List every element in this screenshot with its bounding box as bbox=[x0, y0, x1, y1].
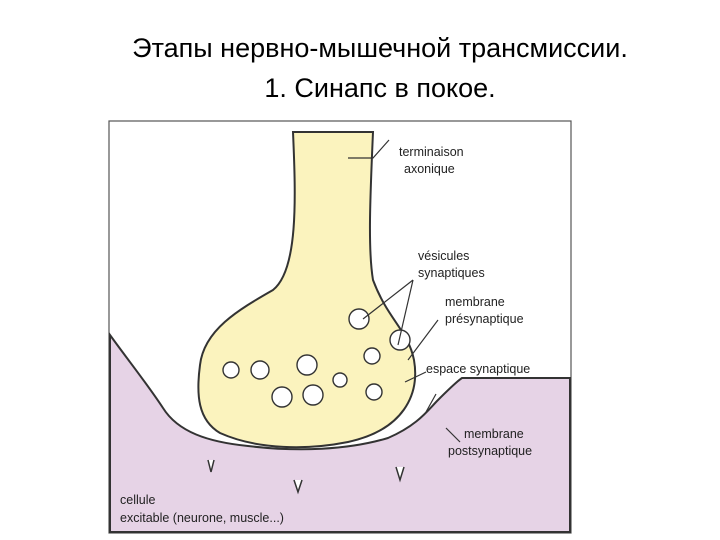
slide-title: Этапы нервно-мышечной трансмиссии. 1. Си… bbox=[0, 28, 720, 108]
label-cleft: espace synaptique bbox=[426, 362, 530, 376]
label-terminal-1: terminaison bbox=[399, 145, 464, 159]
title-line-1: Этапы нервно-мышечной трансмиссии. bbox=[132, 33, 628, 63]
membrane-receptors bbox=[207, 459, 405, 495]
label-pre-membrane-2: présynaptique bbox=[445, 312, 524, 326]
title-line-2: 1. Синапс в покое. bbox=[264, 73, 496, 103]
postsynaptic-cell bbox=[109, 331, 571, 533]
label-terminal-2: axonique bbox=[404, 162, 455, 176]
label-post-membrane-2: postsynaptique bbox=[448, 444, 532, 458]
label-vesicles-2: synaptiques bbox=[418, 266, 485, 280]
leader-lines bbox=[348, 139, 461, 443]
label-post-membrane-1: membrane bbox=[464, 427, 524, 441]
synaptic-vesicles bbox=[222, 308, 411, 408]
synapse-diagram: terminaison axonique vésicules synaptiqu… bbox=[108, 120, 572, 534]
label-cell-2: excitable (neurone, muscle...) bbox=[120, 511, 284, 525]
label-vesicles-1: vésicules bbox=[418, 249, 469, 263]
label-pre-membrane-1: membrane bbox=[445, 295, 505, 309]
label-cell-1: cellule bbox=[120, 493, 155, 507]
